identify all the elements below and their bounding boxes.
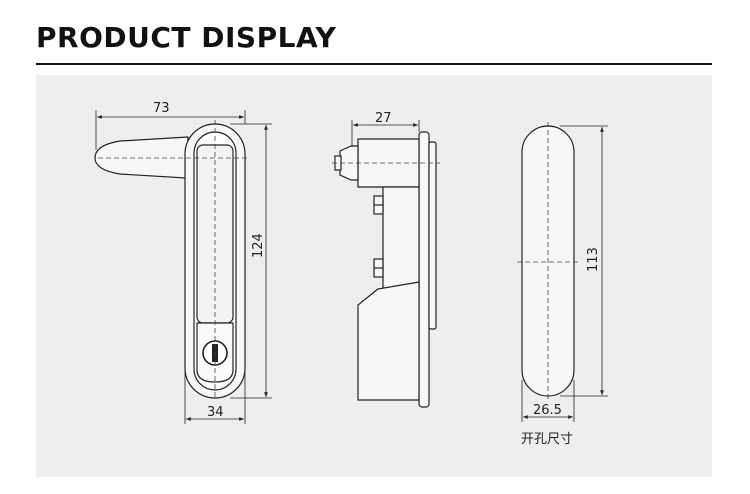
side-view <box>334 131 437 408</box>
cutout-caption: 开孔尺寸 <box>521 432 573 447</box>
lock-body <box>382 186 420 289</box>
lever-arm <box>94 136 189 179</box>
cutout-centerlines <box>517 122 580 400</box>
lower-housing <box>357 281 420 401</box>
page-title: PRODUCT DISPLAY <box>36 21 337 54</box>
side-depth-label: 27 <box>375 111 392 126</box>
front-view <box>94 123 246 399</box>
front-base-label: 34 <box>207 405 224 420</box>
front-centerlines <box>98 120 250 400</box>
front-width-label: 73 <box>153 101 170 116</box>
front-dim-height <box>230 123 272 399</box>
cutout-width-label: 26.5 <box>533 403 562 418</box>
plate-lip <box>428 141 437 330</box>
side-dim-depth <box>351 120 420 147</box>
cutout-dim-width <box>521 380 575 422</box>
front-dim-base <box>184 370 246 424</box>
front-height-label: 124 <box>251 233 266 258</box>
mounting-plate <box>418 131 430 408</box>
front-dim-width <box>95 110 246 150</box>
cutout-height-label: 113 <box>586 247 601 272</box>
cutout-dim-height <box>560 125 608 397</box>
title-underline <box>36 63 712 65</box>
